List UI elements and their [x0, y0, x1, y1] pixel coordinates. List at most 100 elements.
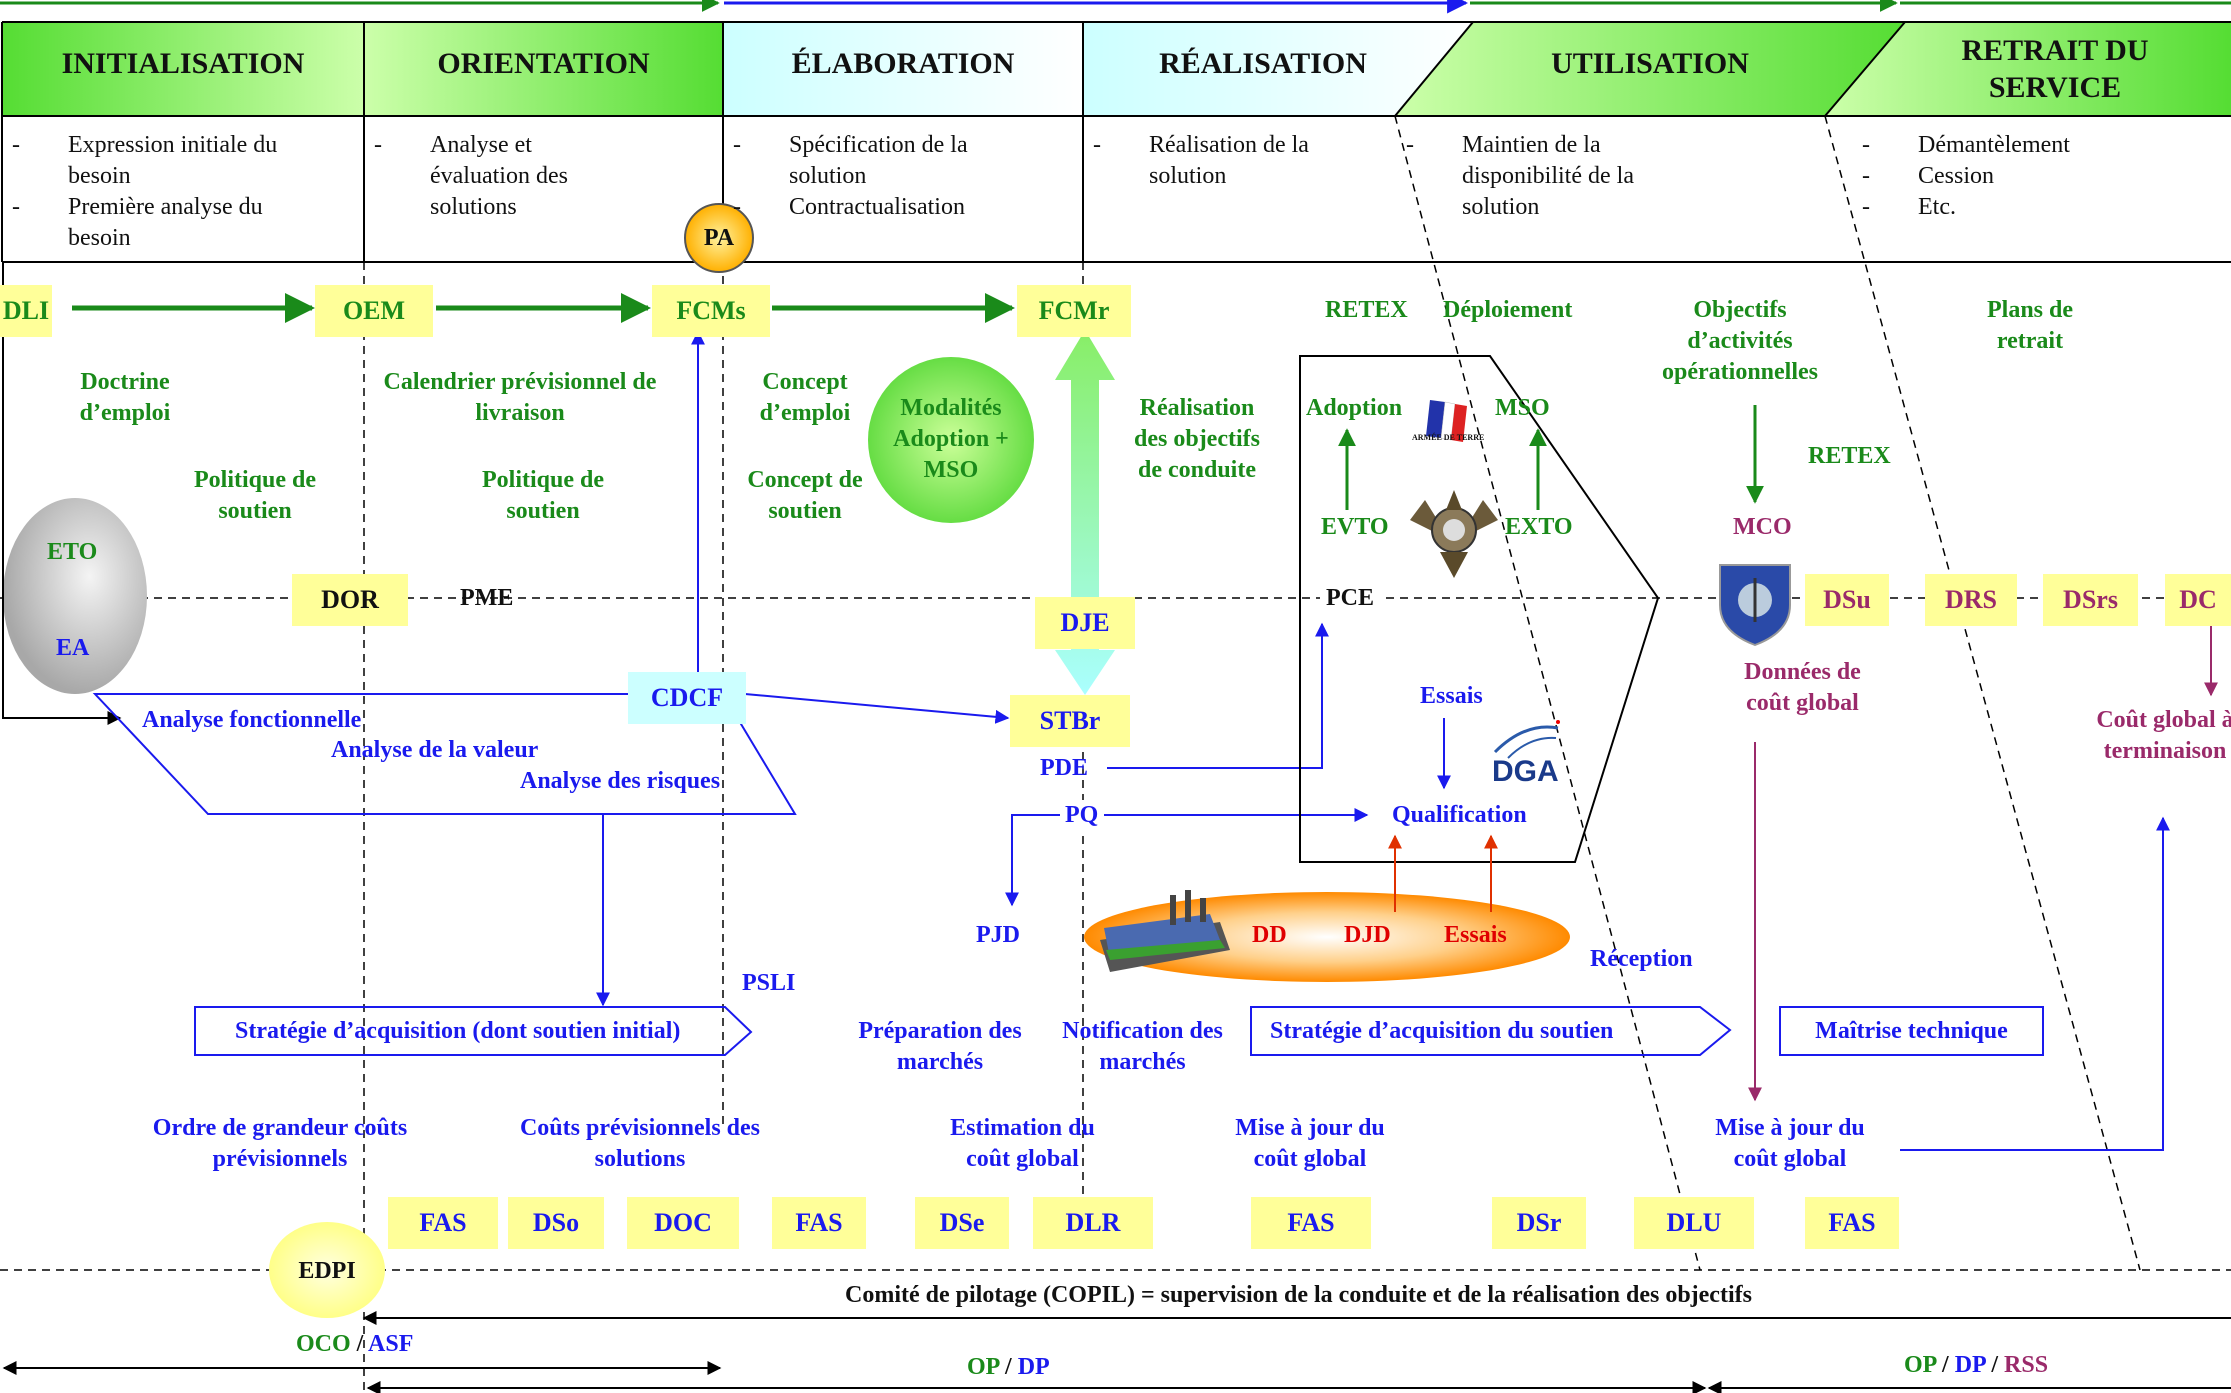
dsr-box: DSr	[1492, 1197, 1586, 1249]
phase-orientation-items: Analyse et évaluation des solutions	[364, 130, 594, 223]
rss-label: RSS	[2004, 1352, 2049, 1378]
doctrine-label: Doctrine d’emploi	[79, 369, 171, 426]
dga-logo-text: DGA	[1492, 755, 1559, 788]
doc-box: DOC	[627, 1197, 739, 1249]
phase-utilisation: UTILISATION	[1551, 47, 1749, 80]
milestone-fcms: FCMs	[652, 285, 770, 337]
milestone-dli: DLI	[0, 285, 52, 337]
op-label: OP	[967, 1354, 1000, 1380]
politique-soutien-label: Politique de soutien	[481, 467, 604, 524]
politique-soutien-label: Politique de soutien	[193, 467, 316, 524]
fas-box: FAS	[1251, 1197, 1371, 1249]
phase-realisation: RÉALISATION	[1159, 47, 1367, 80]
concept-soutien-label: Concept de soutien	[747, 467, 863, 524]
phase-elaboration: ÉLABORATION	[791, 47, 1015, 80]
donnees-cout-label: Données de coût global	[1744, 659, 1861, 716]
mco-label: MCO	[1733, 514, 1792, 540]
copil-label: Comité de pilotage (COPIL) = supervision…	[845, 1282, 1752, 1308]
couts-previsionnels-label: Coûts prévisionnels des solutions	[519, 1115, 761, 1172]
deploiement-label: Déploiement	[1443, 297, 1573, 323]
phase-initialisation: INITIALISATION	[61, 47, 305, 80]
plans-retrait-label: Plans de retrait	[1986, 297, 2073, 354]
oco-asf-label: OCO / ASF	[296, 1329, 413, 1360]
fas-box: FAS	[1805, 1197, 1899, 1249]
notification-marches-label: Notification des marchés	[1062, 1018, 1223, 1075]
objectifs-activites-label: Objectifs d’activités opérationnelles	[1662, 297, 1818, 385]
eto-label: ETO	[47, 539, 98, 565]
op-dp-label: OP / DP	[963, 1352, 1054, 1383]
estimation-cout-label: Estimation du coût global	[950, 1115, 1095, 1172]
armee-de-terre-caption: ARMÉE DE TERRE	[1412, 433, 1485, 442]
fas-box: FAS	[772, 1197, 866, 1249]
modalites-label: Modalités Adoption + MSO	[893, 395, 1009, 483]
milestone-fcmr: FCMr	[1017, 285, 1131, 337]
qualification-label: Qualification	[1392, 802, 1527, 828]
phase-initialisation-items: Expression initiale du besoin Première a…	[2, 130, 302, 254]
mco-shield-icon	[1719, 564, 1791, 647]
phase-item: Contractualisation	[723, 192, 1023, 223]
dsrs-box: DSrs	[2043, 574, 2138, 626]
separator: /	[1991, 1352, 1999, 1378]
op-label: OP	[1904, 1352, 1937, 1378]
pde-label: PDE	[1040, 755, 1088, 781]
phase-retrait-items: Démantèlement Cession Etc.	[1852, 130, 2152, 223]
analyse-valeur-label: Analyse de la valeur	[331, 737, 539, 763]
oco-label: OCO	[296, 1331, 351, 1357]
armee-de-terre-logo	[1426, 400, 1467, 442]
dp-label: DP	[1017, 1354, 1050, 1380]
strategie-soutien-label: Stratégie d’acquisition du soutien	[1270, 1018, 1614, 1044]
pa-milestone: PA	[703, 225, 735, 251]
dse-box: DSe	[915, 1197, 1009, 1249]
phase-item: Maintien de la disponibilité de la solut…	[1396, 130, 1696, 223]
asf-label: ASF	[368, 1331, 414, 1357]
concept-emploi-label: Concept d’emploi	[759, 369, 851, 426]
dsu-box: DSu	[1805, 574, 1889, 626]
retex-label: RETEX	[1808, 443, 1891, 469]
dje-box: DJE	[1035, 597, 1135, 649]
phase-retrait-du-service: RETRAIT DU SERVICE	[1961, 34, 2149, 104]
cdcf-box: CDCF	[628, 672, 746, 724]
factory-icon	[1100, 890, 1230, 972]
phase-item: Analyse et évaluation des solutions	[364, 130, 594, 223]
phase-item: Expression initiale du besoin	[2, 130, 302, 192]
pme-label: PME	[460, 585, 514, 611]
realisation-objectifs-label: Réalisation des objectifs de conduite	[1134, 395, 1260, 483]
phase-utilisation-items: Maintien de la disponibilité de la solut…	[1396, 130, 1696, 223]
fas-box: FAS	[388, 1197, 498, 1249]
phase-item: Etc.	[1852, 192, 2152, 223]
pq-label: PQ	[1063, 800, 1101, 831]
essais-label: Essais	[1420, 683, 1483, 709]
ordre-grandeur-label: Ordre de grandeur coûts prévisionnels	[152, 1115, 408, 1172]
psli-label: PSLI	[742, 970, 796, 996]
retex-label: RETEX	[1325, 297, 1408, 323]
phase-realisation-items: Réalisation de la solution	[1083, 130, 1383, 192]
maj-cout-label: Mise à jour du coût global	[1235, 1115, 1385, 1172]
stbr-box: STBr	[1010, 695, 1130, 747]
pce-label: PCE	[1320, 583, 1380, 614]
dso-box: DSo	[508, 1197, 604, 1249]
separator: /	[356, 1331, 364, 1357]
analyse-fonctionnelle-label: Analyse fonctionnelle	[142, 707, 362, 733]
maitrise-technique-label: Maîtrise technique	[1815, 1018, 2008, 1044]
military-emblem-icon	[1410, 490, 1498, 578]
preparation-marches-label: Préparation des marchés	[858, 1018, 1022, 1075]
phase-elaboration-items: Spécification de la solution Contractual…	[723, 130, 1023, 223]
dp-label: DP	[1954, 1352, 1986, 1378]
dd-label: DD	[1252, 922, 1287, 948]
phase-item: Démantèlement	[1852, 130, 2152, 161]
essais-red-label: Essais	[1444, 922, 1507, 948]
phase-orientation: ORIENTATION	[437, 47, 650, 80]
dlu-box: DLU	[1634, 1197, 1754, 1249]
cout-terminaison-label: Coût global à terminaison	[2096, 707, 2231, 764]
dor-box: DOR	[292, 574, 408, 626]
phase-item: Première analyse du besoin	[2, 192, 302, 254]
djd-label: DJD	[1344, 922, 1391, 948]
mso-label: MSO	[1495, 395, 1550, 421]
dga-logo	[1493, 720, 1560, 759]
adoption-label: Adoption	[1306, 395, 1403, 421]
analyse-risques-label: Analyse des risques	[520, 768, 721, 794]
evto-label: EVTO	[1321, 514, 1389, 540]
pjd-label: PJD	[976, 922, 1020, 948]
drs-box: DRS	[1925, 574, 2017, 626]
